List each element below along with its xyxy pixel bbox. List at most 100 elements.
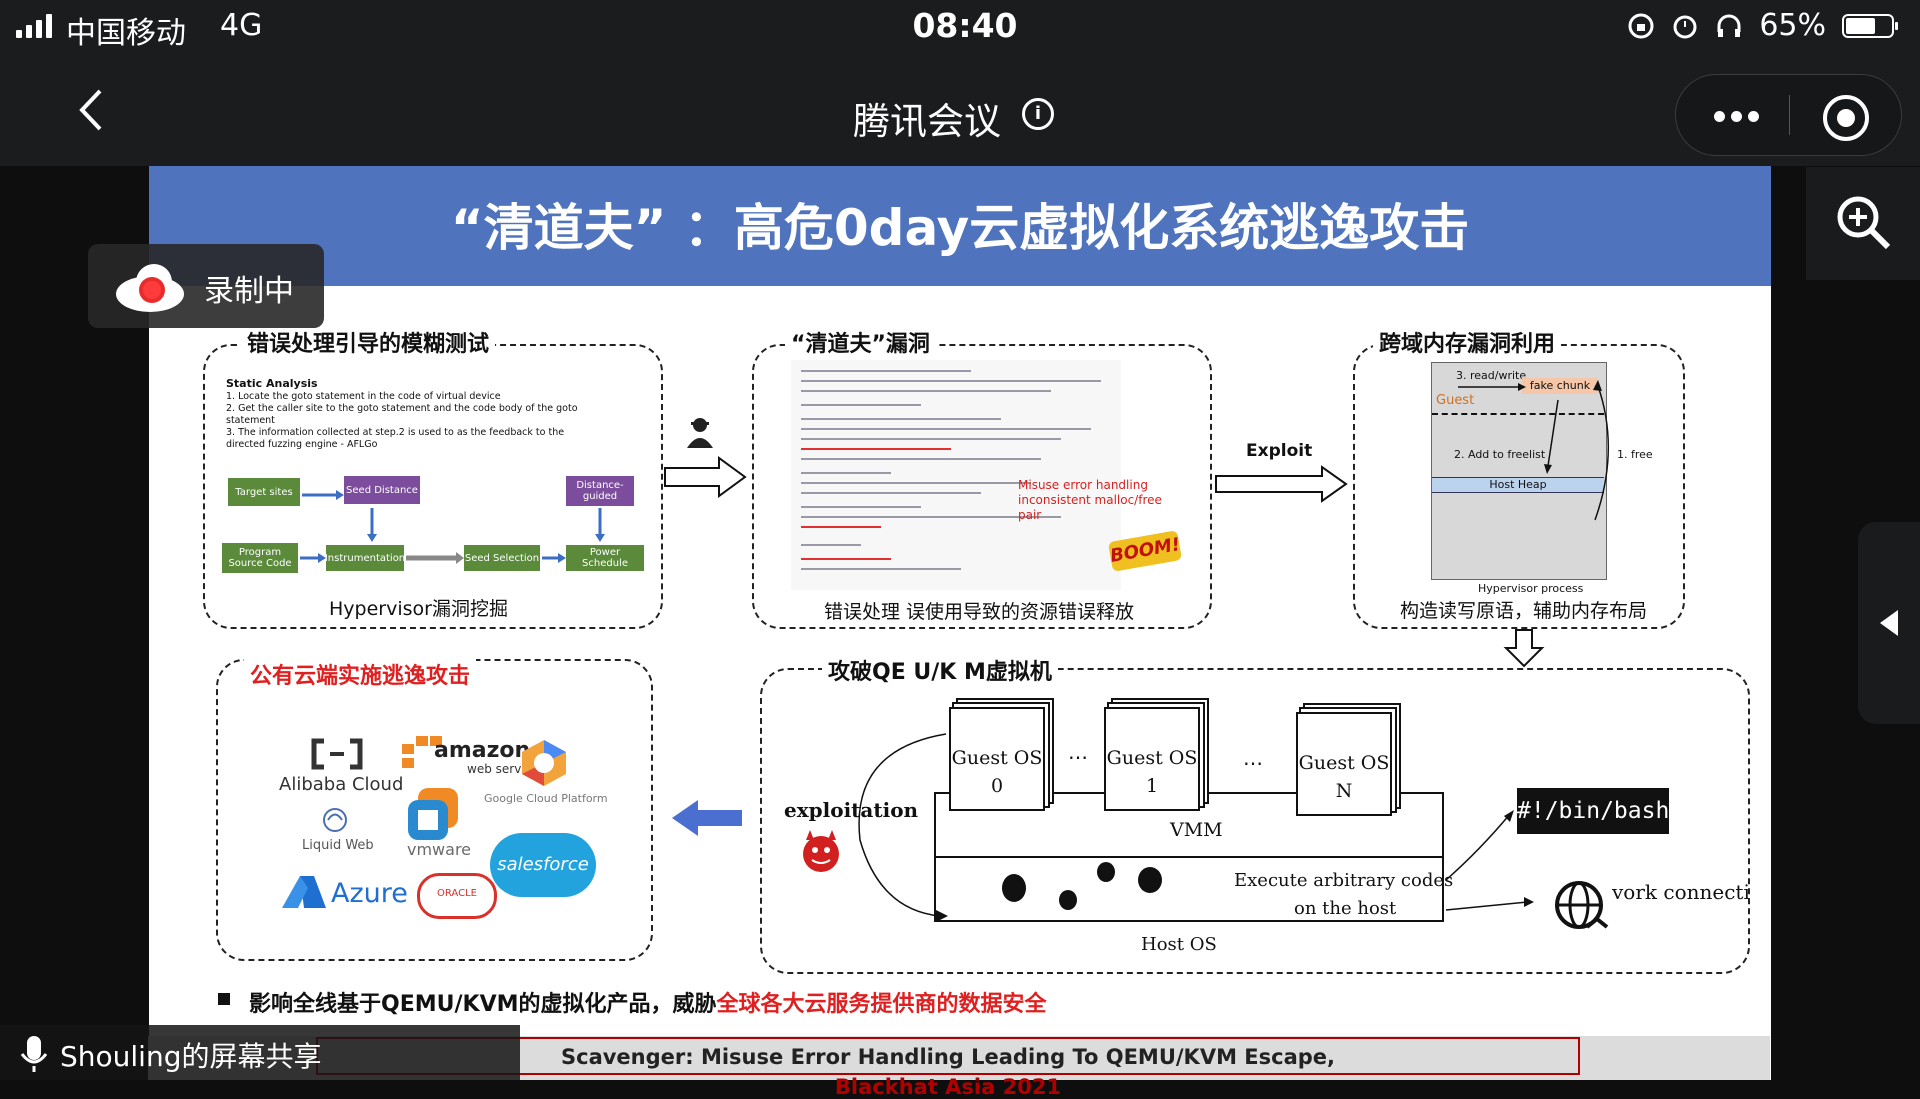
more-icon[interactable]	[1714, 111, 1759, 122]
cloud-panel-title: 公有云端实施逃逸攻击	[244, 658, 477, 690]
headphones-icon	[1717, 14, 1741, 37]
capsule-menu	[1675, 74, 1902, 156]
vmware-icon	[408, 788, 458, 840]
fake-chunk-box: fake chunk	[1522, 378, 1598, 394]
exploit-curve-arrows	[858, 733, 948, 920]
memory-panel-title: 跨域内存漏洞利用	[1373, 326, 1562, 358]
memory-caption: 构造读写原语，辅助内存布局	[1400, 600, 1648, 622]
add-freelist-label: 2. Add to freelist	[1454, 448, 1546, 461]
on-host-label: on the host	[1294, 898, 1397, 919]
impact-line: 影响全线基于QEMU/KVM的虚拟化产品，威胁全球各大云服务提供商的数据安全	[249, 986, 1047, 1018]
code-snippet	[791, 360, 1121, 590]
liquid-web-logo: Liquid Web	[302, 838, 374, 853]
rotation-lock-icon	[1628, 13, 1654, 38]
host-os-label: Host OS	[1141, 934, 1217, 955]
clock: 08:40	[912, 6, 1018, 45]
node-power-schedule: Power Schedule	[566, 545, 644, 571]
status-bar: 中国移动 4G 08:40 65%	[0, 0, 1920, 55]
node-program-source: Program Source Code	[222, 543, 298, 573]
static-analysis-title: Static Analysis	[226, 377, 318, 390]
free-label: 1. free	[1617, 448, 1653, 461]
impact-bullet	[218, 993, 230, 1005]
process-label: Hypervisor process	[1478, 582, 1584, 595]
devil-icon	[803, 830, 839, 872]
azure-logo: Azure	[331, 878, 408, 909]
aws-logo: amazon	[434, 738, 531, 763]
recording-label: 录制中	[204, 274, 294, 309]
vuln-panel	[752, 344, 1212, 629]
meeting-header: 腾讯会议 i	[0, 55, 1920, 166]
step-2: 2. Get the caller site to the goto state…	[226, 403, 578, 426]
vmware-logo: vmware	[407, 840, 472, 859]
side-panel-toggle[interactable]	[1858, 522, 1920, 724]
vmm-label: VMM	[1170, 819, 1223, 841]
google-cloud-logo: Google Cloud Platform	[484, 792, 608, 805]
impact-text: 影响全线基于QEMU/KVM的虚拟化产品，威胁	[249, 992, 717, 1017]
screen-share-label: Shouling的屏幕共享	[60, 1040, 322, 1073]
qemu-panel	[760, 668, 1750, 974]
liquid-web-icon	[323, 808, 347, 832]
bug-icons	[1002, 862, 1162, 910]
exploit-label: Exploit	[1246, 441, 1313, 461]
step-1: 1. Locate the goto statement in the code…	[226, 391, 501, 402]
citation-text: Scavenger: Misuse Error Handling Leading…	[561, 1045, 1335, 1069]
battery-percent: 65%	[1759, 8, 1826, 43]
guest-label: Guest	[1436, 393, 1475, 408]
host-heap-bar: Host Heap	[1432, 477, 1604, 493]
ellipsis-2: …	[1243, 746, 1263, 770]
azure-icon	[282, 876, 326, 908]
node-distance-guided: Distance-guided	[566, 476, 634, 506]
node-target-sites: Target sites	[228, 478, 300, 506]
alibaba-cloud-logo: Alibaba Cloud	[279, 774, 404, 795]
ellipsis-1: …	[1068, 740, 1088, 764]
network-globe-icon	[1555, 881, 1609, 929]
read-write-label: 3. read/write	[1456, 369, 1527, 382]
zoom-button[interactable]	[1806, 167, 1920, 280]
misuse-annotation: Misuse error handling inconsistent mallo…	[1018, 478, 1162, 522]
signal-icon	[16, 14, 52, 38]
oracle-logo: ORACLE	[417, 873, 497, 919]
screen-share-bar: Shouling的屏幕共享	[0, 1025, 520, 1080]
vuln-caption: 错误处理 误使用导致的资源错误释放	[824, 601, 1135, 623]
info-icon[interactable]: i	[1022, 98, 1054, 130]
collapse-icon	[1880, 610, 1898, 636]
carrier-label: 中国移动	[66, 16, 186, 51]
slide-title-band: “清道夫” ：高危0day云虚拟化系统逃逸攻击	[149, 166, 1771, 286]
network-type: 4G	[220, 8, 263, 43]
hacker-icon	[687, 418, 713, 448]
network-label: vork connecti	[1612, 880, 1750, 904]
memory-arrows	[1458, 380, 1609, 521]
qemu-panel-title: 攻破QE U/K M虚拟机	[822, 654, 1058, 686]
exploit-arrow-icon	[1215, 465, 1348, 503]
execute-label: Execute arbitrary codes	[1234, 870, 1454, 891]
google-cloud-icon	[522, 740, 566, 786]
meeting-title: 腾讯会议	[853, 100, 1001, 143]
recording-badge[interactable]: 录制中	[88, 244, 324, 328]
arrow-right-icon	[664, 456, 747, 498]
vuln-panel-title: “清道夫”漏洞	[785, 326, 936, 358]
fuzzing-panel-title: 错误处理引导的模糊测试	[241, 326, 496, 358]
arrow-down-icon	[1503, 629, 1545, 668]
arrow-left-icon	[672, 800, 742, 836]
record-icon[interactable]	[1823, 95, 1869, 141]
exploitation-label: exploitation	[784, 798, 919, 822]
alarm-icon	[1673, 15, 1697, 38]
salesforce-logo: salesforce	[490, 833, 596, 897]
back-icon[interactable]	[68, 85, 118, 135]
battery-icon	[1842, 13, 1898, 38]
fuzzing-caption: Hypervisor漏洞挖掘	[329, 598, 508, 620]
shared-slide: “清道夫” ：高危0day云虚拟化系统逃逸攻击	[149, 166, 1771, 1080]
impact-highlight: 全球各大云服务提供商的数据安全	[716, 992, 1047, 1017]
vmm-divider	[934, 856, 1444, 858]
recording-cloud-icon	[116, 264, 184, 312]
static-analysis: Static Analysis 1. Locate the goto state…	[226, 378, 596, 451]
host-arrows	[1445, 810, 1534, 911]
bash-box: #!/bin/bash	[1517, 788, 1669, 834]
guest-region-line	[1432, 413, 1604, 415]
step-3: 3. The information collected at step.2 i…	[226, 427, 565, 450]
node-seed-selection: Seed Selection	[464, 545, 540, 571]
microphone-icon	[20, 1036, 48, 1072]
